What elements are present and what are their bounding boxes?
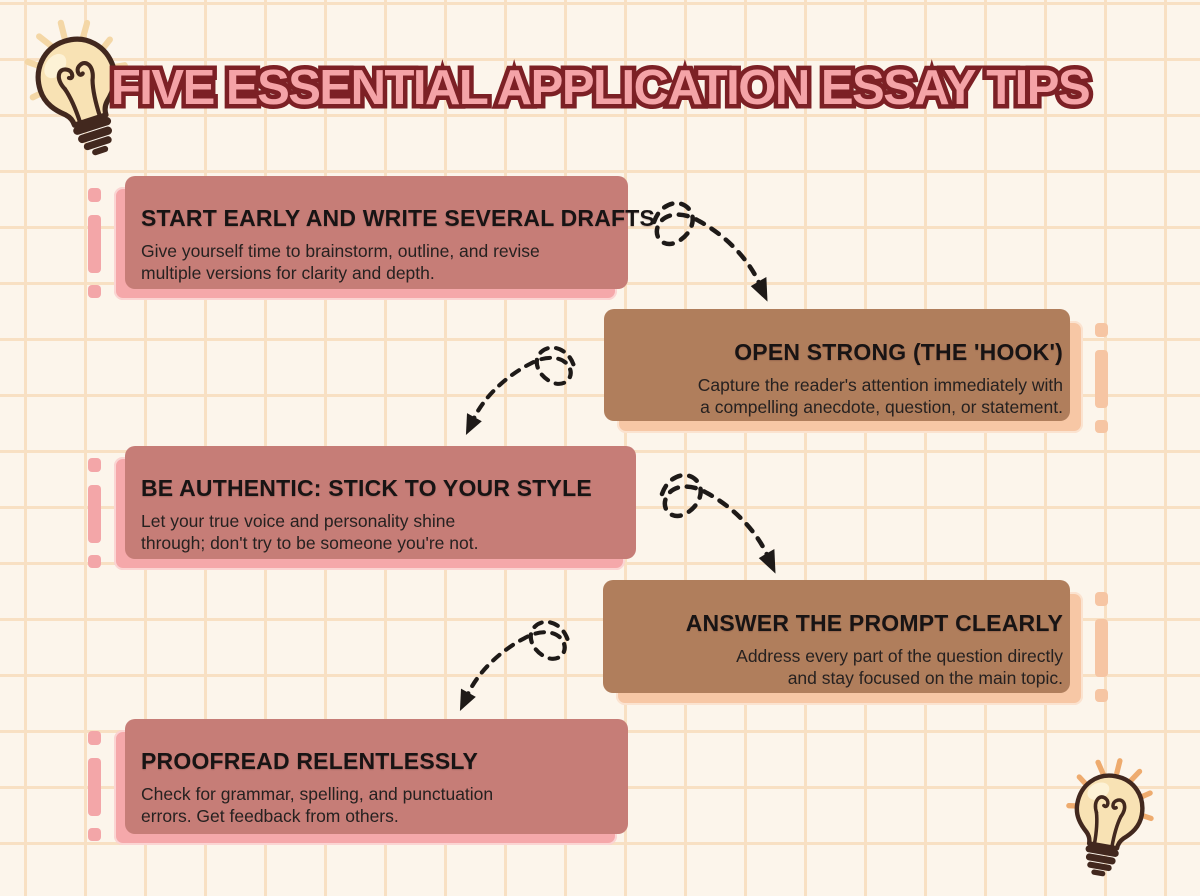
tip-card-3: BE AUTHENTIC: STICK TO YOUR STYLE Let yo… [114,457,625,570]
dash-accent [1095,323,1108,433]
tip-body-line: a compelling anecdote, question, or stat… [700,396,1063,417]
dash-accent [88,188,101,298]
tip-heading: START EARLY AND WRITE SEVERAL DRAFTS [141,205,656,231]
tip-card-1: START EARLY AND WRITE SEVERAL DRAFTS Giv… [114,187,656,300]
curly-dashed-arrow-1 [651,201,768,302]
tip-body-line: errors. Get feedback from others. [141,805,399,826]
dash-accent [88,458,101,568]
tip-body-line: Let your true voice and personality shin… [141,511,456,531]
dash-accent [1095,592,1108,702]
tip-body-line: through; don't try to be someone you're … [141,532,479,553]
tip-body: Let your true voice and personality shin… [141,511,609,555]
tip-card-2: OPEN STRONG (THE 'HOOK') Capture the rea… [617,321,1083,433]
lightbulb-icon [1066,758,1154,877]
tip-heading: ANSWER THE PROMPT CLEARLY [685,610,1063,636]
tip-body-line: Capture the reader's attention immediate… [697,375,1063,395]
tip-heading: PROOFREAD RELENTLESSLY [141,748,479,774]
page-title: FIVE ESSENTIAL APPLICATION ESSAY TIPS [0,61,1200,116]
tip-body: Address every part of the question direc… [632,646,1063,690]
curly-dashed-arrow-2 [465,345,576,435]
dash-accent [88,731,101,841]
tip-body-line: and stay focused on the main topic. [787,667,1063,688]
tip-heading: OPEN STRONG (THE 'HOOK') [734,339,1063,365]
tip-card-5: PROOFREAD RELENTLESSLY Check for grammar… [114,730,617,845]
tip-card-4: ANSWER THE PROMPT CLEARLY Address every … [616,592,1083,705]
curly-dashed-arrow-3 [659,473,776,574]
curly-dashed-arrow-4 [459,619,570,711]
tip-body-line: Address every part of the question direc… [736,646,1063,666]
tip-body-line: multiple versions for clarity and depth. [141,262,435,283]
tip-body: Capture the reader's attention immediate… [633,375,1063,419]
tip-body-line: Give yourself time to brainstorm, outlin… [141,241,540,261]
tip-body-line: Check for grammar, spelling, and punctua… [141,784,494,804]
tip-heading: BE AUTHENTIC: STICK TO YOUR STYLE [141,475,592,501]
tip-body: Check for grammar, spelling, and punctua… [141,784,601,828]
tip-body: Give yourself time to brainstorm, outlin… [141,241,601,285]
